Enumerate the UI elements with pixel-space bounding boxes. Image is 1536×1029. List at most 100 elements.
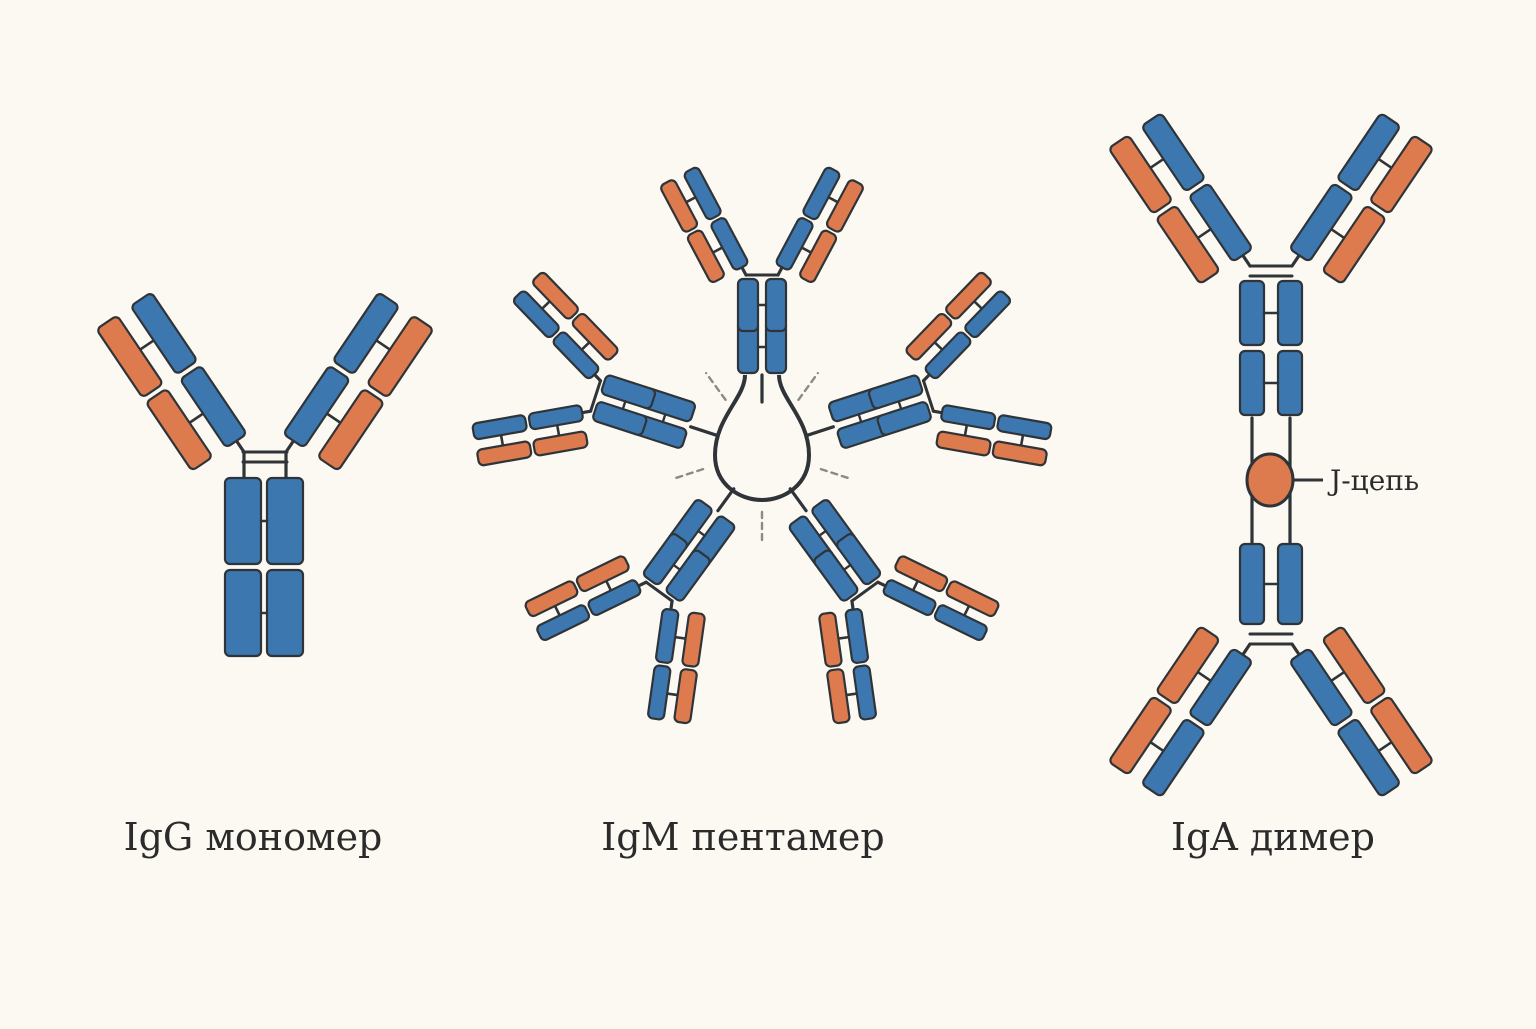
igm-unit-2-left-arm-heavy-vh-domain: [933, 604, 988, 642]
iga-top-right-arm-chain-link-1: [1377, 157, 1393, 170]
igg-caption: IgG мономер: [124, 815, 383, 859]
igm-unit-3-right-arm-chain-link-0: [604, 579, 613, 592]
iga-top-right-arm-light-vl-domain: [1370, 135, 1433, 214]
igm-unit-1-right-arm-light-cl-domain: [935, 430, 992, 457]
igm-unit-3-right-arm-fab-stem: [636, 580, 648, 588]
igm-unit-2-right-arm-fab-stem: [850, 599, 855, 612]
igm-unit-4-left-arm-chain-link-0: [555, 423, 561, 437]
igm-unit-1-right-arm-fab-stem: [931, 409, 944, 415]
igm-unit-0-left-arm-heavy-ch1-domain: [710, 217, 749, 271]
igg-right-arm-light-vl-domain: [367, 316, 433, 397]
igm-unit-1-hinge-bond: [921, 379, 935, 413]
igm-unit-0-left-arm-light-cl-domain: [686, 229, 725, 283]
iga-top-left-arm-light-vl-domain: [1109, 135, 1172, 214]
igm-unit-3-left-arm-heavy-ch1-domain: [655, 608, 680, 664]
igm-unit-4-fc-link-0: [661, 413, 667, 424]
igm-unit-0-interunit-bond: [797, 371, 820, 402]
igg-left-arm-heavy-vh-domain: [131, 293, 197, 374]
iga-bottom-left-arm-light-vl-domain: [1109, 696, 1172, 775]
iga-caption: IgA димер: [1171, 815, 1375, 859]
igm-unit-2-left-arm-fab-stem: [876, 580, 888, 588]
igm-unit-3-right-arm-light-vl-domain: [524, 580, 579, 618]
iga-bottom-left-arm-heavy-ch1-domain: [1189, 648, 1252, 727]
iga-top-right-arm-chain-link-0: [1329, 227, 1346, 240]
iga-bottom-left-arm-light-cl-domain: [1156, 626, 1220, 704]
iga-bottom-right-arm-light-cl-domain: [1322, 626, 1386, 704]
igm-unit-1-left-arm-chain-link-0: [933, 341, 944, 351]
igm-unit-3-right-arm-heavy-vh-domain: [536, 604, 591, 642]
igm-unit-0-right-arm-heavy-vh-domain: [802, 166, 841, 221]
igg-left-arm-chain-link-1: [138, 339, 155, 351]
iga-bottom-left-arm-fab-stem: [1241, 642, 1252, 657]
iga-top-right-arm-light-cl-domain: [1322, 206, 1386, 284]
igm-unit-2-right-arm-chain-link-0: [837, 635, 851, 640]
igm-unit-3-right-arm-chain-link-1: [553, 604, 561, 617]
igm-unit-4-right-arm-heavy-ch1-domain: [552, 331, 600, 380]
igm-unit-3-loop-link: [716, 487, 736, 513]
igm-central-loop: [712, 374, 812, 503]
igm-unit-2-fc-link-0: [818, 529, 827, 537]
igm-unit-3-left-arm-chain-link-0: [673, 635, 687, 640]
igm-unit-4-hinge-bond: [589, 379, 603, 413]
igm-unit-3-left-arm-light-cl-domain: [681, 611, 706, 668]
igm-unit-1-left-arm-chain-link-1: [972, 300, 984, 310]
igm-unit-3-fc-link-0: [697, 529, 706, 537]
igm-unit-2-left-arm-light-vl-domain: [945, 580, 1000, 618]
iga-bottom-right-arm-fab-stem: [1290, 642, 1301, 657]
igg-fc-domain-1-0: [265, 476, 305, 566]
igm-unit-4-right-arm-heavy-vh-domain: [512, 290, 560, 339]
igm-unit-1-right-arm-light-vl-domain: [991, 440, 1048, 467]
igm-unit-3-left-arm-fab-stem: [669, 599, 674, 612]
igm-unit-3-right-arm-light-cl-domain: [575, 555, 630, 593]
igm-unit-2-right-arm-chain-link-1: [845, 692, 859, 697]
igg-left-arm-chain-link-0: [188, 412, 205, 425]
iga-dimer-structure: J-цепь: [1109, 113, 1433, 797]
igm-unit-1-left-arm-heavy-vh-domain: [964, 290, 1012, 339]
igm-unit-2-loop-link: [788, 487, 808, 513]
igm-unit-4-loop-link: [689, 425, 718, 437]
igm-unit-0-left-arm-heavy-vh-domain: [683, 166, 722, 221]
iga-top-left-arm-heavy-vh-domain: [1142, 113, 1205, 191]
iga-top-left-arm-chain-link-0: [1196, 227, 1213, 240]
igm-unit-3-interunit-bond: [670, 467, 705, 481]
igg-left-arm-fab-stem: [234, 439, 246, 454]
igg-right-arm-heavy-ch1-domain: [284, 366, 350, 447]
igg-left-arm-light-cl-domain: [146, 389, 212, 471]
igm-unit-1-left-arm-light-cl-domain: [905, 312, 953, 361]
iga-top-left-arm-light-cl-domain: [1156, 206, 1220, 284]
igm-unit-0-fc-domain-1-1: [764, 277, 788, 333]
igg-fc-domain-0-1: [223, 568, 263, 658]
igm-unit-1-right-arm-chain-link-1: [1019, 433, 1025, 447]
igg-left-arm-heavy-ch1-domain: [180, 366, 246, 447]
igg-fc-domain-1-1: [265, 568, 305, 658]
igm-unit-4-right-arm-fab-stem: [592, 372, 603, 383]
igm-unit-0-left-arm-fab-stem: [740, 265, 748, 277]
igm-unit-1-left-arm-fab-stem: [921, 372, 932, 383]
iga-bottom-left-arm-heavy-vh-domain: [1142, 719, 1205, 797]
igm-pentamer-structure: [471, 166, 1053, 725]
igm-unit-0-right-arm-fab-stem: [776, 265, 784, 277]
igg-right-arm-fab-stem: [284, 439, 296, 454]
igm-unit-2-left-arm-chain-link-1: [963, 604, 971, 617]
j-chain-marker: [1245, 452, 1295, 508]
igm-unit-3-fc-link-1: [672, 563, 682, 571]
igm-unit-0-right-arm-heavy-ch1-domain: [775, 217, 814, 271]
igm-unit-3-left-arm-light-vl-domain: [673, 668, 698, 725]
igm-unit-2-left-arm-chain-link-0: [911, 579, 920, 592]
igg-monomer-structure: [97, 293, 433, 658]
igm-unit-2-right-arm-light-vl-domain: [826, 668, 851, 725]
igm-unit-3-left-arm-heavy-vh-domain: [647, 664, 672, 721]
iga-top-right-arm-fab-stem: [1290, 253, 1301, 268]
iga-bottom-right-arm-chain-link-1: [1377, 740, 1393, 753]
igm-unit-4-right-arm-chain-link-0: [580, 341, 591, 351]
iga-top-left-arm-fab-stem: [1241, 253, 1252, 268]
iga-top-fc-domain-1-0: [1276, 279, 1304, 347]
iga-bottom-right-arm-chain-link-0: [1329, 670, 1346, 683]
igm-unit-4-right-arm-chain-link-1: [540, 300, 552, 310]
iga-bottom-right-arm-light-vl-domain: [1370, 696, 1433, 775]
igm-unit-3-right-arm-heavy-ch1-domain: [587, 579, 642, 617]
igg-right-arm-chain-link-1: [375, 339, 392, 351]
igg-fc-domain-0-0: [223, 476, 263, 566]
